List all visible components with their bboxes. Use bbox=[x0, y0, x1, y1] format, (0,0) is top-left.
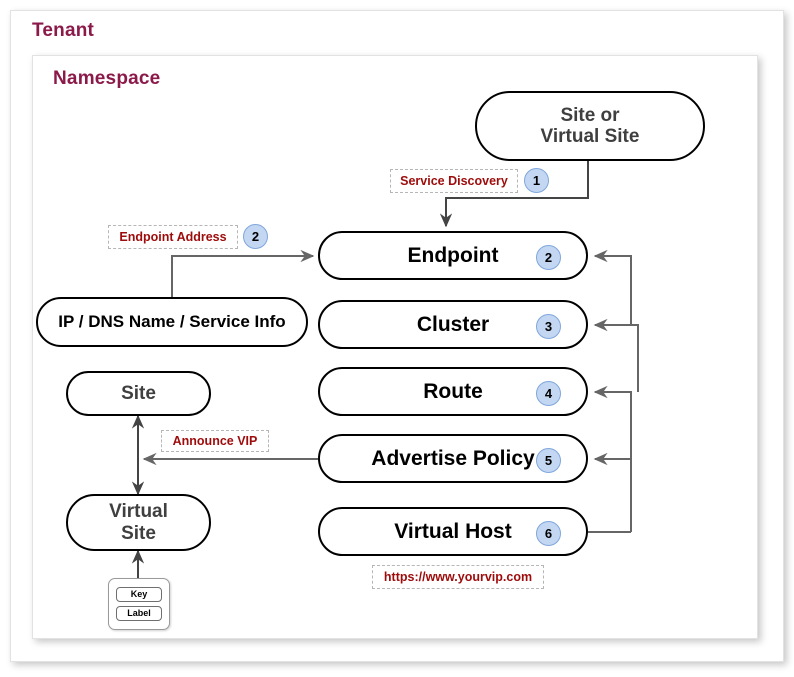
annotation-vip-url: https://www.yourvip.com bbox=[372, 565, 544, 589]
node-label: Virtual Host bbox=[394, 519, 512, 543]
node-label: Advertise Policy bbox=[371, 446, 535, 470]
node-label: Cluster bbox=[416, 312, 490, 336]
annotation-text: Endpoint Address bbox=[119, 230, 227, 244]
badge-cluster: 3 bbox=[536, 314, 561, 339]
annotation-text: Announce VIP bbox=[172, 434, 258, 448]
badge-advertise-policy: 5 bbox=[536, 448, 561, 473]
annotation-text: Service Discovery bbox=[400, 174, 508, 188]
badge-endpoint: 2 bbox=[536, 245, 561, 270]
node-label: Route bbox=[423, 379, 483, 403]
badge-endpoint-address: 2 bbox=[243, 224, 268, 249]
node-endpoint[interactable]: Endpoint 2 bbox=[318, 231, 588, 280]
node-route[interactable]: Route 4 bbox=[318, 367, 588, 416]
badge-virtual-host: 6 bbox=[536, 521, 561, 546]
tenant-frame-title: Tenant bbox=[32, 20, 95, 41]
node-ip-dns-name-service-info[interactable]: IP / DNS Name / Service Info bbox=[36, 297, 308, 347]
annotation-text: https://www.yourvip.com bbox=[383, 570, 533, 584]
node-virtual-site[interactable]: Virtual Site bbox=[66, 494, 211, 551]
node-label: IP / DNS Name / Service Info bbox=[58, 312, 286, 332]
annotation-endpoint-address: Endpoint Address bbox=[108, 225, 238, 249]
namespace-frame-title: Namespace bbox=[53, 68, 161, 89]
badge-service-discovery: 1 bbox=[524, 168, 549, 193]
node-site-or-virtual-site[interactable]: Site or Virtual Site bbox=[475, 91, 705, 161]
annotation-announce-vip: Announce VIP bbox=[161, 430, 269, 452]
node-label: Site or Virtual Site bbox=[540, 104, 640, 147]
node-label: Virtual Site bbox=[109, 501, 168, 544]
node-cluster[interactable]: Cluster 3 bbox=[318, 300, 588, 349]
key-label-legend: Key Label bbox=[108, 578, 170, 630]
node-advertise-policy[interactable]: Advertise Policy 5 bbox=[318, 434, 588, 483]
node-label: Endpoint bbox=[407, 243, 499, 267]
legend-key-chip: Key bbox=[116, 587, 162, 602]
node-virtual-host[interactable]: Virtual Host 6 bbox=[318, 507, 588, 556]
legend-label-chip: Label bbox=[116, 606, 162, 621]
node-label: Site bbox=[121, 382, 156, 404]
badge-route: 4 bbox=[536, 381, 561, 406]
annotation-service-discovery: Service Discovery bbox=[390, 169, 518, 193]
node-site[interactable]: Site bbox=[66, 371, 211, 416]
